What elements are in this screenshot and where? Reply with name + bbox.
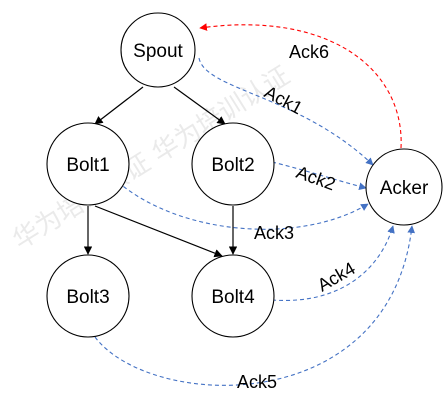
node-spout: Spout (120, 12, 196, 88)
node-bolt1: Bolt1 (46, 122, 130, 206)
ack4-label: Ack4 (314, 258, 359, 295)
node-acker-circle (365, 148, 443, 226)
edge-ack5 (94, 225, 416, 386)
edge-ack4 (271, 225, 395, 302)
edge-ack1 (198, 57, 374, 166)
node-bolt4-circle (191, 254, 275, 338)
node-bolt2-circle (191, 122, 275, 206)
node-bolt3-circle (46, 254, 130, 338)
edge-ack3 (117, 181, 369, 230)
node-bolt1-circle (46, 122, 130, 206)
ack6-label: Ack6 (289, 42, 329, 62)
edge-spout-bolt2 (173, 86, 226, 125)
node-bolt1-label: Bolt1 (66, 155, 109, 176)
node-bolt2-label: Bolt2 (211, 155, 254, 176)
node-bolt4: Bolt4 (191, 254, 275, 338)
node-spout-circle (120, 12, 196, 88)
node-spout-label: Spout (133, 41, 183, 62)
edge-spout-bolt1 (94, 86, 144, 125)
node-acker-label: Acker (380, 178, 429, 199)
ack5-label: Ack5 (237, 372, 277, 392)
ack2-label: Ack2 (294, 162, 338, 194)
node-bolt2: Bolt2 (191, 122, 275, 206)
node-acker: Acker (365, 148, 443, 226)
node-bolt4-label: Bolt4 (211, 287, 255, 308)
node-bolt3: Bolt3 (46, 254, 130, 338)
edge-ack6 (199, 23, 402, 149)
node-bolt3-label: Bolt3 (66, 287, 109, 308)
edge-bolt1-bolt4 (94, 205, 223, 258)
ack3-label: Ack3 (254, 223, 294, 243)
edge-ack2 (271, 161, 367, 190)
